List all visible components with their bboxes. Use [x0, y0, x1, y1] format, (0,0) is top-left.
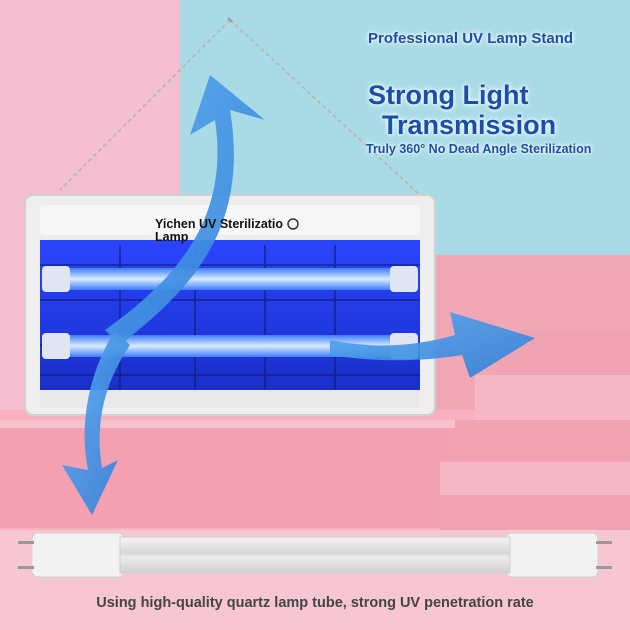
steps-graphic [440, 330, 630, 530]
caption: Using high-quality quartz lamp tube, str… [96, 595, 534, 611]
logo-icon [287, 218, 299, 230]
hanging-chain-icon [59, 17, 421, 196]
brand-line-2: Lamp [155, 230, 189, 244]
stand-heading: Professional UV Lamp Stand [368, 30, 574, 47]
bottom-panel [0, 520, 630, 630]
brand-line-1: Yichen UV Sterilizatio [155, 217, 284, 231]
arrow-right-icon [330, 312, 535, 378]
lamp-brand-label: Yichen UV Sterilizatio Lamp [155, 218, 283, 244]
arrow-up-icon [105, 75, 265, 345]
subheadline: Truly 360° No Dead Angle Sterilization [366, 142, 592, 156]
quartz-tube-icon [18, 532, 612, 578]
headline-line-2: Transmission [382, 110, 557, 140]
headline-line-1: Strong Light [368, 80, 529, 110]
light-arrows [62, 75, 535, 515]
arrow-down-left-icon [62, 330, 130, 515]
